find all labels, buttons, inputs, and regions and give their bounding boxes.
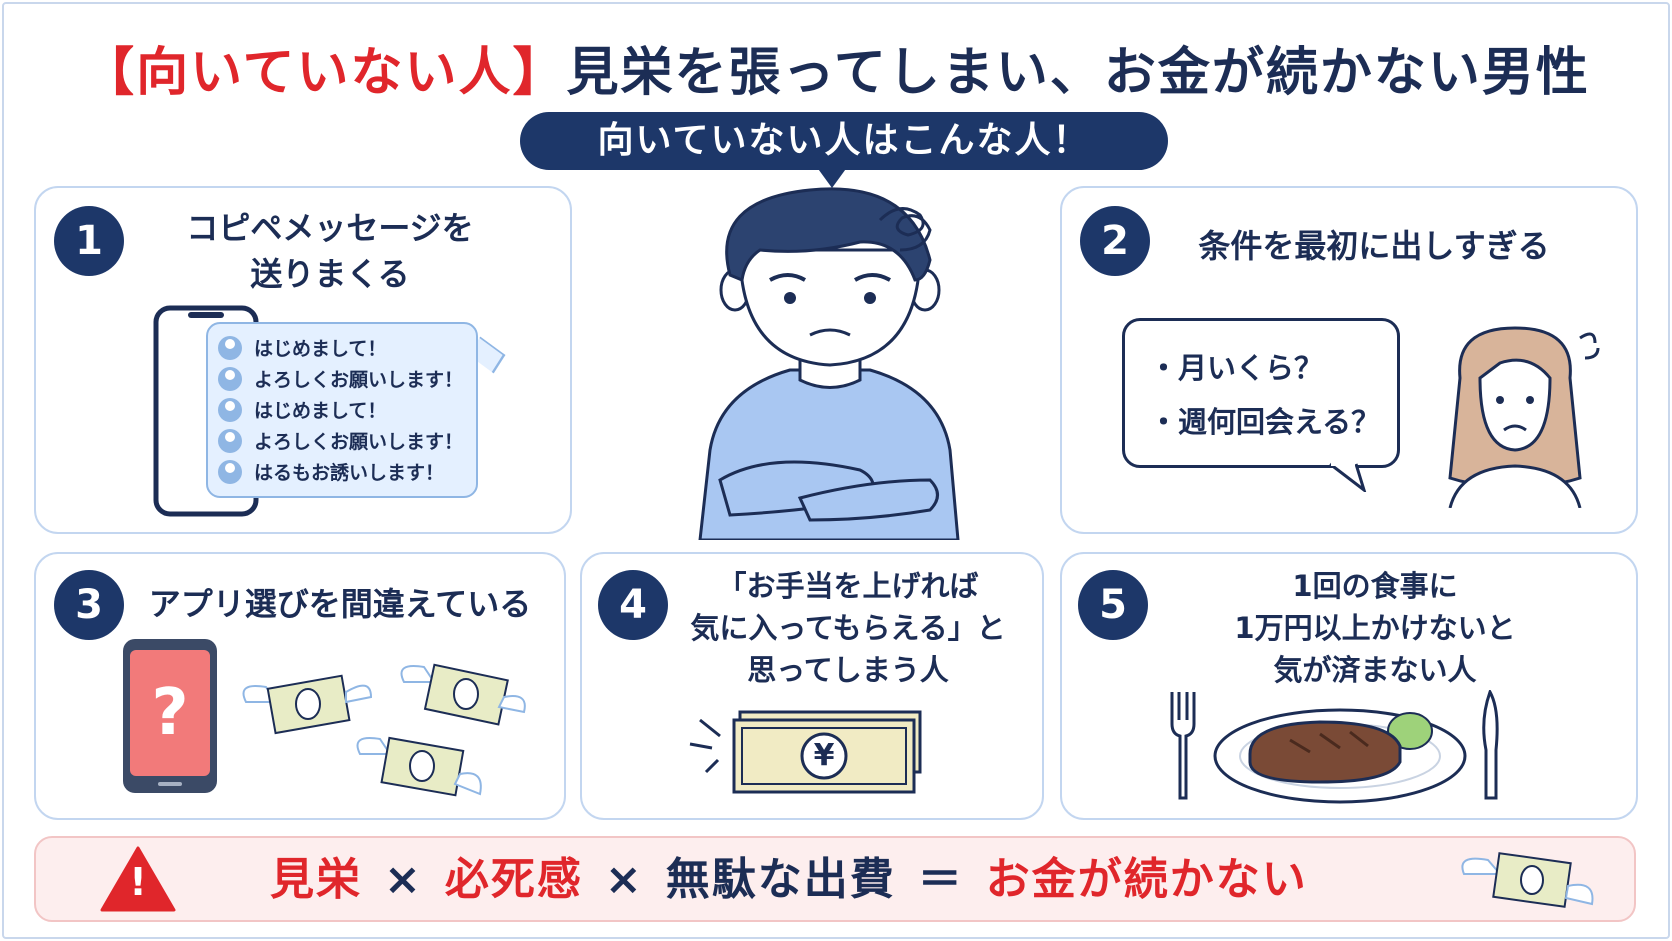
card-4-title-line-2: 気に入ってもらえる」と: [690, 611, 1006, 645]
chat-line-text: はじめまして！: [254, 400, 387, 422]
worried-woman-illustration: [1448, 326, 1600, 508]
card-4-title-line-1: 「お手当を上げれば: [717, 569, 979, 603]
chat-line: はじめまして！: [218, 332, 466, 363]
title-main-part: 見栄を張ってしまい、お金が続かない男性: [566, 43, 1590, 103]
speech-bubble-conditions: ・月いくら？ ・週何回会える？: [1122, 318, 1400, 468]
flying-money-icon: [356, 736, 482, 797]
title-red-part: 【向いていない人】: [82, 43, 567, 103]
chat-line: はるもお誘いします！: [218, 456, 466, 487]
card-3-number: 3: [54, 570, 124, 640]
card-5-title-line-2: 1万円以上かけないと: [1234, 611, 1516, 645]
card-3-title-line-1: アプリ選びを間違えている: [148, 585, 532, 623]
chat-line-text: はじめまして！: [254, 338, 387, 360]
formula-term-1: 見栄: [270, 854, 362, 905]
speech-line-2: ・週何回会える？: [1149, 405, 1381, 439]
steak-icon: [1213, 708, 1467, 804]
user-icon: [218, 397, 242, 422]
question-mark: ?: [151, 676, 189, 750]
warning-exclamation: !: [129, 860, 147, 904]
formula-bar: [34, 836, 1636, 922]
banner-pill: 向いていない人はこんな人！: [520, 112, 1168, 170]
card-1-title-line-1: コピペメッセージを: [186, 209, 474, 247]
user-icon: [218, 428, 242, 453]
fork-icon: [1170, 692, 1196, 800]
speech-bubble-tail: [1329, 462, 1367, 492]
card-5-title-line-1: 1回の食事に: [1292, 569, 1458, 603]
card-1-title-line-2: 送りまくる: [250, 255, 410, 293]
yen-symbol: ¥: [813, 738, 835, 773]
worried-man-illustration: [698, 187, 960, 540]
flying-money-icon: [242, 674, 373, 735]
formula-equals: ＝: [917, 854, 964, 905]
card-4-title-line-3: 思ってしまう人: [747, 653, 949, 687]
warning-icon: [100, 846, 176, 912]
card-5-title-line-3: 気が済まない人: [1273, 653, 1477, 687]
chat-line-text: はるもお誘いします！: [254, 462, 445, 484]
chat-line: よろしくお願いします！: [218, 363, 466, 394]
page-title: 【向いていない人】見栄を張ってしまい、お金が続かない男性: [0, 30, 1672, 105]
formula-term-3: 無駄な出費: [665, 854, 896, 905]
user-icon: [218, 459, 242, 484]
formula-op-1: ×: [384, 854, 423, 905]
card-5-number: 5: [1078, 570, 1148, 640]
formula-op-2: ×: [604, 854, 644, 905]
speech-line-1: ・月いくら？: [1149, 351, 1324, 385]
chat-bubble: はじめまして！ よろしくお願いします！ はじめまして！ よろしくお願いします！ …: [206, 322, 478, 498]
chat-line: はじめまして！: [218, 394, 466, 425]
formula-term-2: 必死感: [444, 854, 583, 905]
flying-money-icon: [400, 663, 526, 726]
chat-line-text: よろしくお願いします！: [254, 369, 464, 391]
formula-result: お金が続かない: [985, 854, 1308, 905]
chat-line: よろしくお願いします！: [218, 425, 466, 456]
flying-money-icon: [1461, 852, 1594, 908]
knife-icon: [1482, 690, 1499, 800]
card-1-number: 1: [54, 206, 124, 276]
banner-pointer: [816, 166, 848, 188]
chat-line-text: よろしくお願いします！: [254, 431, 464, 453]
user-icon: [218, 366, 242, 391]
formula: 見栄 × 必死感 × 無駄な出費 ＝ お金が続かない: [270, 850, 1308, 910]
card-2-number: 2: [1080, 206, 1150, 276]
card-4-number: 4: [598, 570, 668, 640]
card-2-title-line-1: 条件を最初に出しすぎる: [1198, 227, 1550, 265]
yen-bundle-icon: [689, 710, 922, 794]
smartphone-icon: [123, 639, 217, 793]
user-icon: [218, 335, 242, 360]
